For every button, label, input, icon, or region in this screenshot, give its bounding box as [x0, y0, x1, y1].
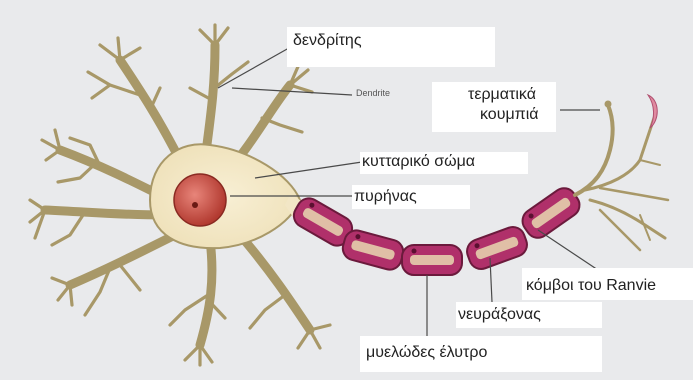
label-nucleus: πυρήνας [352, 185, 470, 209]
myelin-segment [518, 184, 584, 243]
label-nodes-of-ranvier: κόμβοι του Ranvie [522, 268, 693, 300]
myelin-segment [464, 224, 531, 273]
label-nucleus-text: πυρήνας [354, 188, 417, 205]
nucleus [174, 174, 226, 226]
label-myelin-sheath: μυελώδες έλυτρο [360, 336, 602, 372]
axon-terminals [575, 105, 668, 250]
label-myelin-sheath-text: μυελώδες έλυτρο [366, 344, 487, 361]
label-terminals-line2: κουμπιά [468, 105, 556, 125]
label-axon: νευράξονας [456, 302, 602, 328]
label-cell-body: κυτταρικό σώμα [360, 152, 528, 174]
label-cell-body-text: κυτταρικό σώμα [362, 153, 475, 170]
myelin-segment [340, 228, 406, 273]
label-dendrites: δενδρίτης [287, 27, 495, 67]
label-terminals: τερματικά κουμπιά [432, 82, 556, 132]
label-nodes-of-ranvier-text: κόμβοι του Ranvie [526, 277, 656, 294]
label-dendrites-text: δενδρίτης [293, 32, 362, 49]
myelin-segment [402, 245, 462, 275]
label-terminals-line1: τερματικά [468, 85, 556, 105]
label-axon-text: νευράξονας [458, 306, 541, 323]
label-dendrite-en: Dendrite [356, 88, 390, 98]
